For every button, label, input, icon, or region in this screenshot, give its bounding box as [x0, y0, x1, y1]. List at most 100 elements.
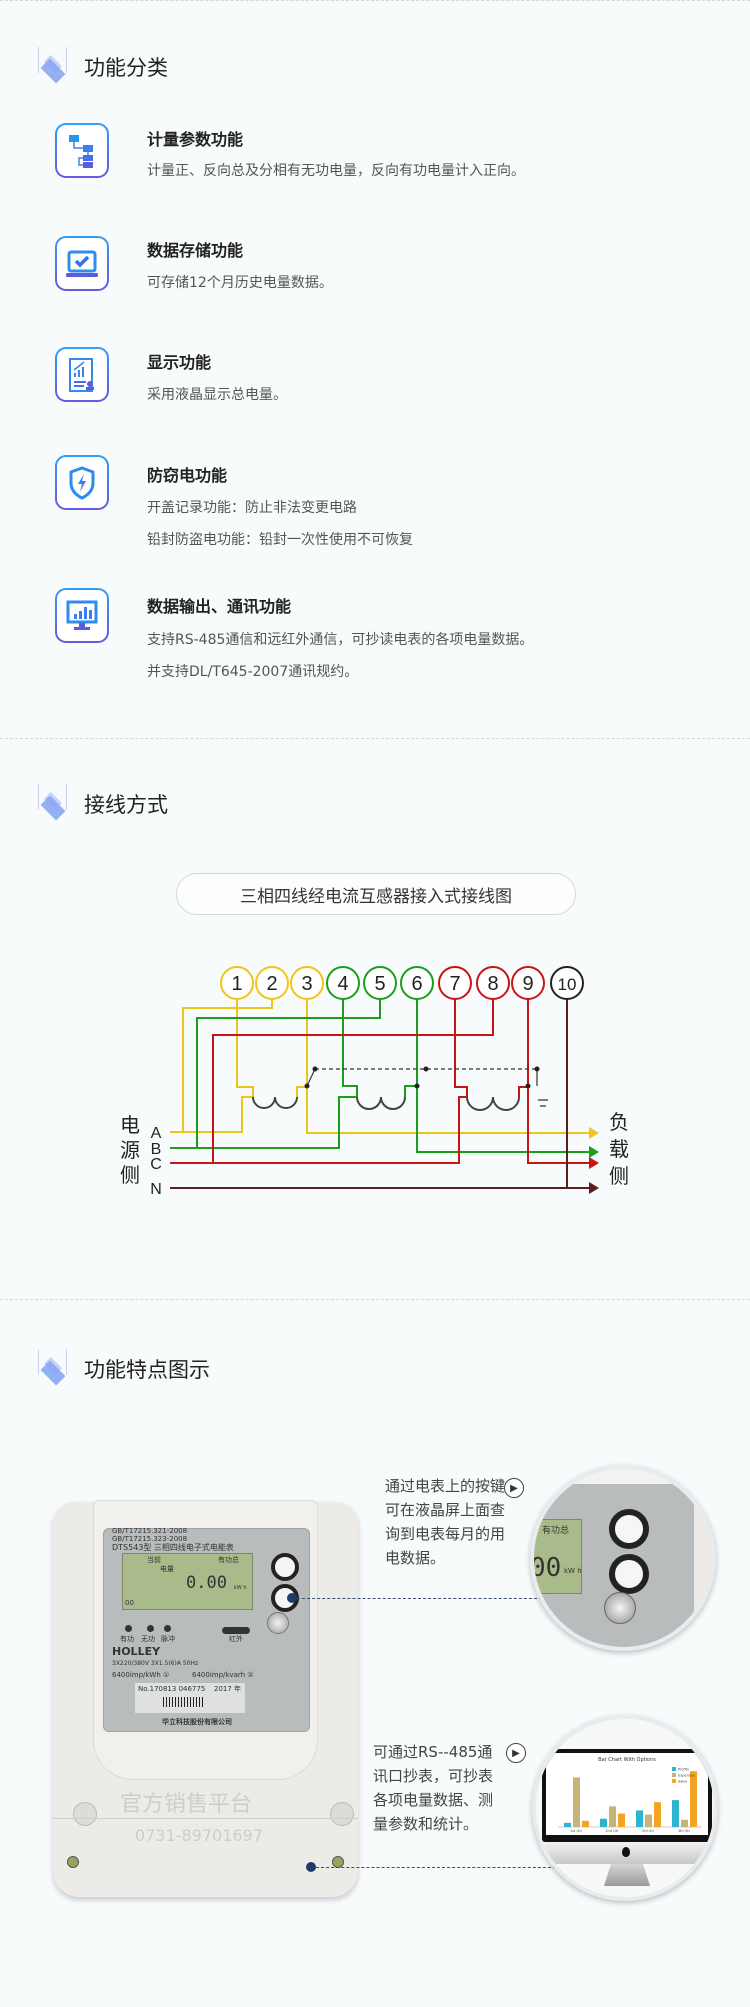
- chart-bar: [654, 1802, 661, 1827]
- legend-swatch: [672, 1773, 676, 1777]
- callout-buttons: 通过电表上的按键 可在液晶屏上面查 询到电表每月的用 电数据。: [385, 1474, 505, 1570]
- flowchart-icon: [55, 123, 109, 178]
- chart-bar: [690, 1771, 697, 1827]
- legend-swatch: [672, 1767, 676, 1771]
- current-transformer-coils: [252, 1096, 520, 1111]
- diagram-title: 三相四线经电流互感器接入式接线图: [176, 873, 576, 915]
- layers-icon: [32, 784, 72, 824]
- terminal-label: 7: [449, 973, 460, 995]
- chevron-right-icon[interactable]: ▶: [504, 1478, 524, 1498]
- section-divider: [0, 0, 750, 1]
- chart-bar: [573, 1777, 580, 1827]
- callout-line-text: 量参数和统计。: [373, 1815, 479, 1833]
- callout-line: [316, 1867, 556, 1868]
- meter-standard: GB/T17215.321-2008: [112, 1527, 188, 1535]
- phase-label: C: [150, 1156, 162, 1173]
- monitor-chart-icon: [55, 588, 109, 643]
- callout-line-text: 可在液晶屏上面查: [385, 1501, 506, 1519]
- meter-closeup-circle: 有功总 00 kW h: [530, 1465, 716, 1651]
- lcd-value-partial: 00: [530, 1553, 562, 1583]
- shield-lightning-icon: [55, 455, 109, 510]
- chart-bar: [681, 1819, 688, 1827]
- phase-label: B: [151, 1141, 162, 1158]
- category-label: 2nd Qtr: [605, 1829, 619, 1833]
- monitor-stand: [604, 1864, 650, 1886]
- active-constant: 6400imp/kWh ①: [112, 1671, 170, 1679]
- feature-title: 显示功能: [147, 353, 212, 372]
- callout-line-text: 可通过RS--485通: [373, 1743, 493, 1761]
- source-label: 电: [120, 1114, 140, 1137]
- section-header-illustration: 功能特点图示: [32, 1349, 210, 1389]
- section-title: 接线方式: [84, 793, 168, 817]
- wiring-diagram: 1 2 3 4 5 6 7 8 9 10 电 源 侧 负 载 侧 A B C N: [120, 966, 629, 1198]
- terminal-label: 10: [558, 975, 577, 994]
- manufacturer: 华立科技股份有限公司: [162, 1718, 232, 1726]
- callout-line-text: 通过电表上的按键: [385, 1477, 506, 1495]
- section-header-features: 功能分类: [32, 47, 168, 87]
- load-label: 载: [609, 1138, 629, 1161]
- callout-line: [297, 1598, 542, 1599]
- section-header-wiring: 接线方式: [32, 784, 168, 824]
- chart-bar: [672, 1800, 679, 1827]
- reactive-constant: 6400imp/kvarh ②: [192, 1671, 254, 1679]
- feature-desc: 采用液晶显示总电量。: [147, 387, 287, 403]
- lcd-screen: [122, 1553, 253, 1610]
- feature-title: 数据输出、通讯功能: [147, 597, 292, 616]
- feature-title: 计量参数功能: [147, 130, 244, 149]
- lcd-total-active: 有功总: [542, 1526, 570, 1536]
- category-label: 1st Qtr: [570, 1829, 583, 1833]
- knob: [330, 1802, 354, 1826]
- load-label: 负: [609, 1111, 629, 1134]
- chart-bar: [582, 1820, 589, 1827]
- callout-rs485: 可通过RS--485通 讯口抄表，可抄表 各项电量数据、测 量参数和统计。: [373, 1740, 493, 1836]
- report-chart-icon: [55, 347, 109, 402]
- category-label: 4th Qtr: [678, 1829, 691, 1833]
- section-title: 功能特点图示: [84, 1358, 210, 1382]
- callout-line-text: 各项电量数据、测: [373, 1791, 494, 1809]
- barcode: [163, 1697, 203, 1707]
- indicator-label: 无功: [141, 1635, 155, 1643]
- terminal-label: 1: [231, 973, 242, 995]
- phase-a-wires: [170, 999, 590, 1134]
- indicator-label: 脉冲: [161, 1635, 175, 1643]
- meter-rating: 3X220/380V 3X1.5(6)A 50Hz: [112, 1660, 199, 1667]
- meter-standard: GB/T17215.323-2008: [112, 1535, 188, 1543]
- lcd-unit: kW h: [234, 1585, 247, 1591]
- feature-desc: 开盖记录功能：防止非法变更电路: [147, 500, 357, 516]
- serial-number: No.170813 046775: [138, 1685, 206, 1693]
- category-label: 3rd Qtr: [642, 1829, 655, 1833]
- section-title: 功能分类: [84, 56, 168, 80]
- chart-bar: [564, 1822, 571, 1827]
- load-label: 侧: [609, 1165, 629, 1188]
- source-label: 侧: [120, 1164, 140, 1187]
- terminals: [220, 966, 584, 1000]
- infrared-port: [222, 1627, 250, 1634]
- brand-logo: HOLLEY: [112, 1645, 161, 1658]
- screw-icon: [67, 1856, 79, 1868]
- terminal-label: 3: [301, 973, 312, 995]
- section-divider: [0, 1299, 750, 1300]
- chevron-right-icon[interactable]: ▶: [506, 1743, 526, 1763]
- chart-bar: [609, 1806, 616, 1827]
- meter-model: DTS543型 三相四线电子式电能表: [112, 1543, 234, 1552]
- legend-label: Profits: [678, 1768, 689, 1772]
- terminal-label: 5: [374, 973, 385, 995]
- manufacture-year: 2017 年: [214, 1685, 242, 1693]
- terminal-label: 2: [266, 973, 277, 995]
- laptop-check-icon: [55, 236, 109, 291]
- feature-desc: 铅封防盗电功能：铅封一次性使用不可恢复: [147, 532, 413, 548]
- feature-desc: 可存储12个月历史电量数据。: [147, 275, 333, 291]
- feature-title: 数据存储功能: [147, 241, 244, 260]
- chart-bar: [636, 1810, 643, 1827]
- indicator-label: 有功: [120, 1635, 134, 1643]
- junction-dots: [304, 1066, 540, 1089]
- layers-icon: [32, 1349, 72, 1389]
- knob: [73, 1802, 97, 1826]
- chart-bar: [600, 1818, 607, 1827]
- chart-bar: [618, 1813, 625, 1827]
- neutral-wire: [170, 999, 590, 1189]
- phase-b-wires: [170, 999, 590, 1153]
- terminal-label: 8: [487, 973, 498, 995]
